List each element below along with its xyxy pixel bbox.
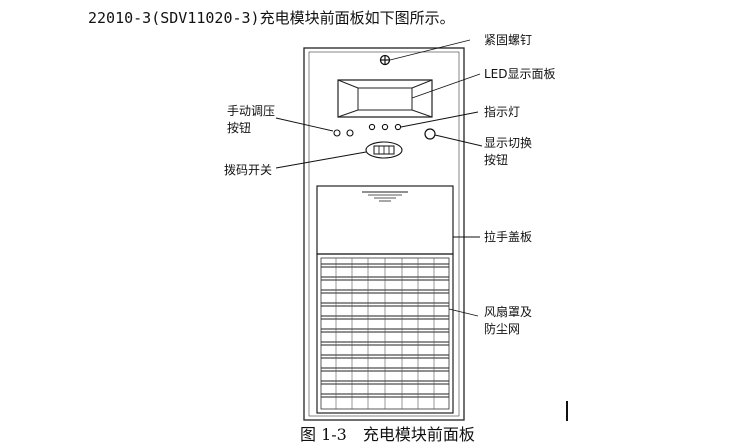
handle-cover: [316, 185, 454, 255]
fan-guard-grille: [316, 253, 454, 414]
manual-voltage-button-2: [346, 129, 354, 137]
module-inner-border: [308, 51, 460, 417]
indicator-light-1: [368, 123, 376, 131]
label-led-display-panel: LED显示面板: [484, 67, 556, 81]
leader-indicator: [400, 111, 479, 128]
indicator-light-3: [394, 123, 402, 131]
figure-caption: 图 1-3 充电模块前面板: [300, 425, 475, 444]
leader-dip: [275, 151, 367, 169]
fastening-screw-icon: [379, 54, 391, 66]
manual-voltage-button-1: [333, 129, 341, 137]
page-heading: 22010-3(SDV11020-3)充电模块前面板如下图所示。: [88, 9, 455, 27]
leader-fan: [448, 308, 479, 317]
label-indicator-light: 指示灯: [484, 105, 521, 119]
indicator-light-2: [381, 123, 389, 131]
label-fan-guard-2: 防尘网: [484, 322, 521, 336]
leader-manual: [275, 117, 334, 132]
label-dip-switch: 拨码开关: [224, 163, 273, 177]
led-display-panel: [337, 79, 433, 118]
dip-switch: [365, 141, 403, 159]
label-handle-cover: 拉手盖板: [484, 230, 533, 244]
label-manual-voltage-1: 手动调压: [227, 104, 276, 118]
module-outline: [303, 47, 465, 421]
text-cursor: [566, 401, 568, 421]
label-display-switch-1: 显示切换: [484, 136, 533, 150]
leader-display-switch: [434, 134, 483, 147]
label-fan-guard-1: 风扇罩及: [484, 305, 533, 319]
leader-screw: [389, 39, 471, 61]
display-switch-button: [424, 128, 436, 140]
leader-led: [411, 73, 481, 99]
label-fastening-screw: 紧固螺钉: [484, 33, 533, 47]
label-manual-voltage-2: 按钮: [227, 121, 252, 135]
label-display-switch-2: 按钮: [484, 153, 509, 167]
